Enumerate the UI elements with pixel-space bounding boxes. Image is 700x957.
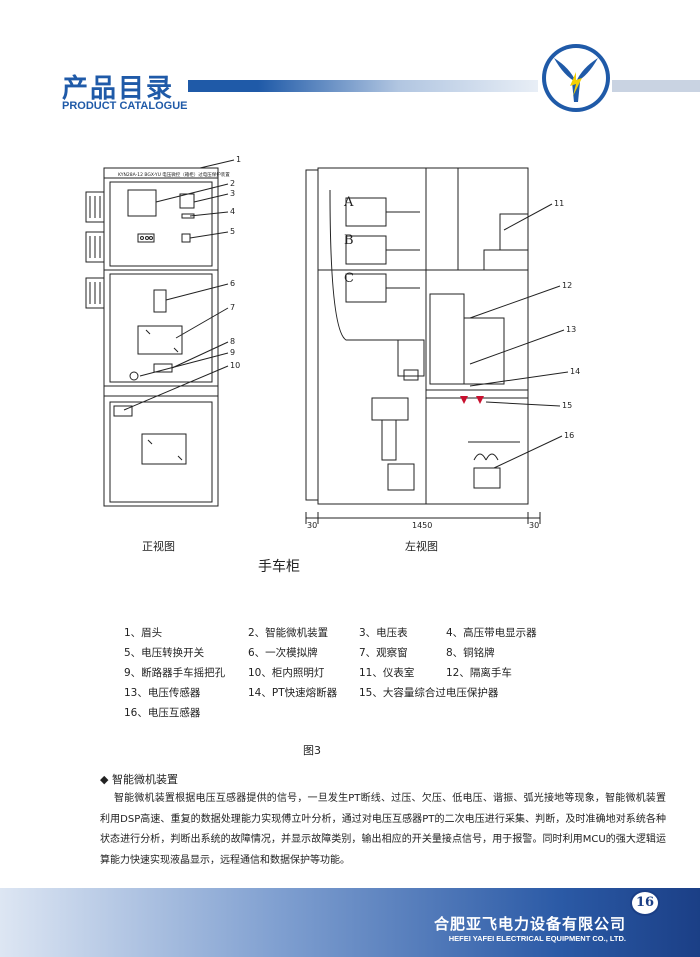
legend-row: 9、断路器手车摇把孔 10、柜内照明灯 11、仪表室 12、隔离手车 [124, 662, 604, 682]
legend-item: 6、一次模拟牌 [248, 646, 318, 659]
legend-item: 9、断路器手车摇把孔 [124, 666, 226, 679]
legend-item: 15、大容量综合过电压保护器 [359, 686, 499, 699]
legend-row: 16、电压互感器 [124, 702, 604, 722]
footer-band [0, 888, 700, 957]
callout-number: 15 [562, 401, 572, 410]
callout-number: 12 [562, 281, 572, 290]
figure-number: 图3 [303, 744, 321, 757]
callout-number: 13 [566, 325, 576, 334]
callout-number: 3 [230, 189, 235, 198]
legend-item: 7、观察窗 [359, 646, 408, 659]
legend-item: 3、电压表 [359, 626, 408, 639]
callout-number: 14 [570, 367, 580, 376]
phase-label: A [343, 195, 354, 210]
legend-item: 12、隔离手车 [446, 666, 512, 679]
page-title: 产品目录 [62, 74, 175, 104]
legend-item: 13、电压传感器 [124, 686, 201, 699]
figure-title: 手车柜 [258, 559, 300, 575]
callout-number: 4 [230, 207, 235, 216]
callout-number: 7 [230, 303, 235, 312]
callout-number: 11 [554, 199, 564, 208]
callout-number: 16 [564, 431, 574, 440]
page-number: 16 [630, 890, 660, 916]
front-view-caption: 正视图 [142, 540, 175, 553]
section-paragraph: 智能微机装置根据电压互感器提供的信号，一旦发生PT断线、过压、欠压、低电压、谐振… [100, 793, 666, 866]
legend-item: 11、仪表室 [359, 666, 415, 679]
dimension-label: 30 [307, 521, 317, 530]
legend-row: 5、电压转换开关 6、一次模拟牌 7、观察窗 8、铜铭牌 [124, 642, 604, 662]
side-view-caption: 左视图 [405, 540, 438, 553]
legend-row: 13、电压传感器 14、PT快速熔断器 15、大容量综合过电压保护器 [124, 682, 604, 702]
company-name-en: HEFEI YAFEI ELECTRICAL EQUIPMENT CO., LT… [448, 934, 626, 943]
phase-label: B [344, 233, 354, 248]
legend: 1、眉头 2、智能微机装置 3、电压表 4、高压带电显示器 5、电压转换开关 6… [124, 622, 604, 722]
side-cabinet-outline [317, 167, 529, 505]
dimension-label: 1450 [412, 521, 432, 530]
page-subtitle: PRODUCT CATALOGUE [62, 100, 188, 112]
company-logo [542, 44, 610, 112]
callout-number: 6 [230, 279, 235, 288]
legend-item: 8、铜铭牌 [446, 646, 495, 659]
legend-item: 4、高压带电显示器 [446, 626, 537, 639]
legend-item: 2、智能微机装置 [248, 626, 329, 639]
callout-number: 2 [230, 179, 235, 188]
legend-item: 14、PT快速熔断器 [248, 686, 338, 699]
callout-number: 1 [236, 155, 241, 164]
dimension-label: 30 [529, 521, 539, 530]
callout-number: 10 [230, 361, 240, 370]
callout-number: 8 [230, 337, 235, 346]
section-heading: ◆ 智能微机装置 [100, 773, 178, 786]
legend-item: 1、眉头 [124, 626, 163, 639]
company-name-cn: 合肥亚飞电力设备有限公司 [433, 915, 626, 933]
panel-label: KYN28A-12 BGX-YU 电压微控（箱柜）过电压保护装置 [118, 171, 230, 178]
legend-row: 1、眉头 2、智能微机装置 3、电压表 4、高压带电显示器 [124, 622, 604, 642]
legend-item: 16、电压互感器 [124, 706, 201, 719]
legend-item: 5、电压转换开关 [124, 646, 205, 659]
header-bar-right [612, 80, 700, 92]
callout-number: 9 [230, 348, 235, 357]
phase-label: C [344, 271, 354, 286]
callout-number: 5 [230, 227, 235, 236]
front-cabinet-outline [103, 167, 219, 507]
header-bar [188, 80, 538, 92]
legend-item: 10、柜内照明灯 [248, 666, 325, 679]
